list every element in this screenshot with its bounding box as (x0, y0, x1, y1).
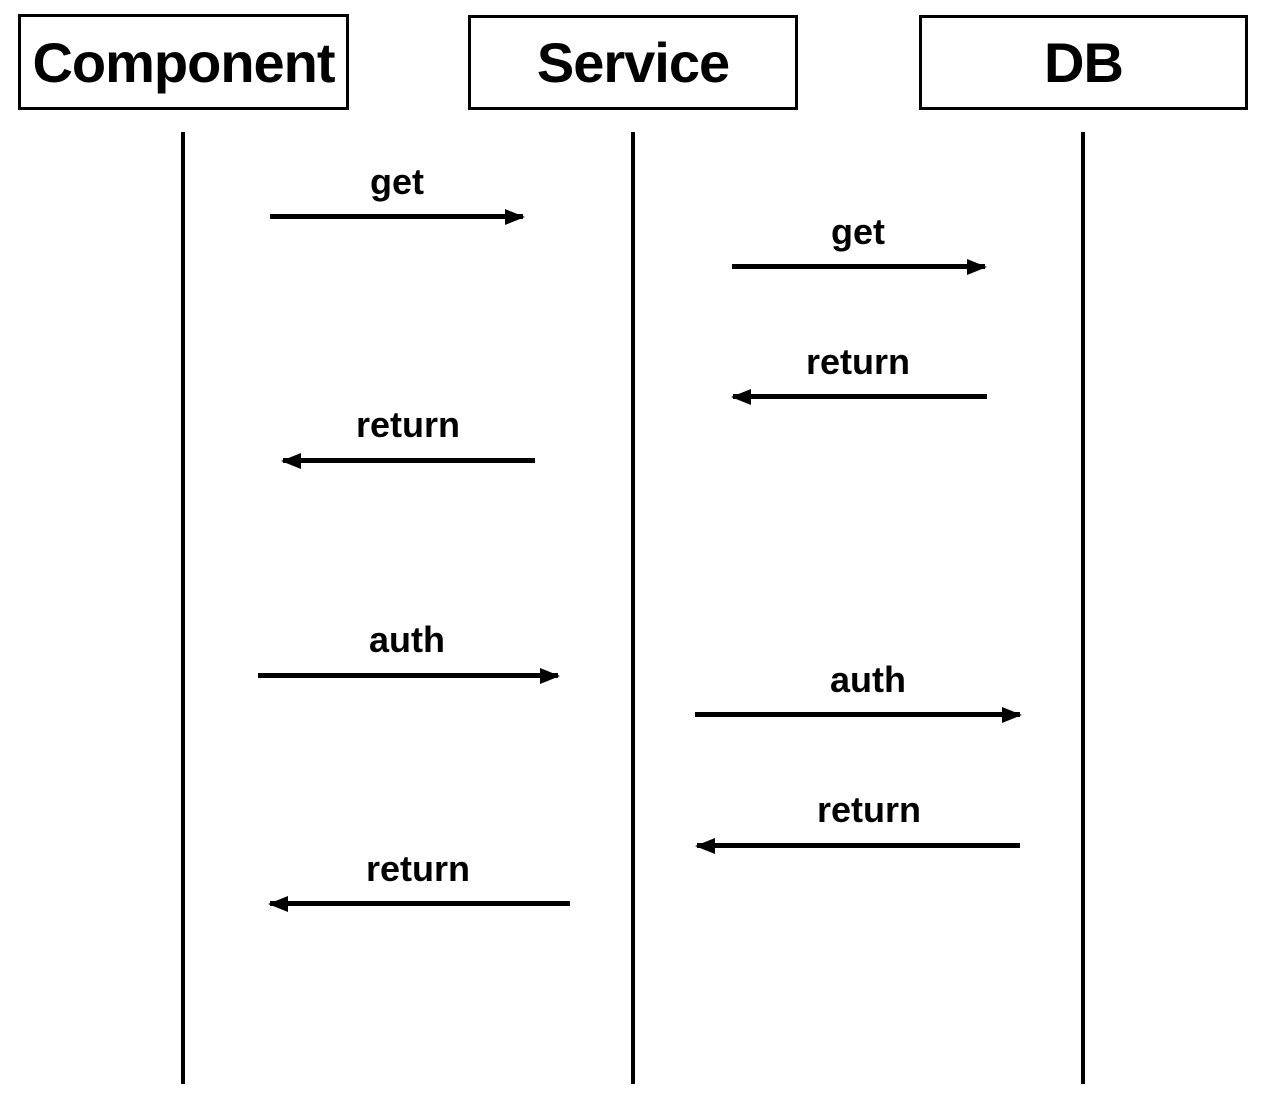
lifeline-component (181, 132, 185, 1084)
message-label: get (831, 211, 885, 252)
actor-label-db: DB (1044, 31, 1124, 94)
message-label: return (365, 848, 470, 889)
arrowhead-right-icon (505, 208, 525, 225)
message-arrow (281, 452, 535, 469)
actor-box-db: DB (919, 15, 1248, 110)
message-arrow (268, 895, 570, 912)
actor-label-service: Service (536, 31, 730, 94)
message-arrow (258, 667, 560, 684)
message-arrow (732, 258, 987, 275)
message-arrow (270, 208, 525, 225)
arrowhead-right-icon (540, 667, 560, 684)
arrowhead-right-icon (1002, 706, 1022, 723)
actor-box-component: Component (18, 14, 349, 110)
message-arrow (695, 837, 1020, 854)
arrowhead-left-icon (731, 388, 751, 405)
arrowhead-left-icon (268, 895, 288, 912)
message-arrow (731, 388, 987, 405)
actor-box-service: Service (468, 15, 798, 110)
lifeline-db (1081, 132, 1085, 1084)
message-label: return (355, 404, 460, 445)
message-label: return (805, 341, 910, 382)
message-label: return (816, 789, 921, 830)
message-label: get (370, 161, 424, 202)
lifeline-service (631, 132, 635, 1084)
arrowhead-right-icon (967, 258, 987, 275)
actor-label-component: Component (32, 30, 335, 94)
arrowhead-left-icon (281, 452, 301, 469)
message-arrow (695, 706, 1022, 723)
message-label: auth (369, 619, 445, 660)
arrowhead-left-icon (695, 837, 715, 854)
message-label: auth (830, 659, 906, 700)
